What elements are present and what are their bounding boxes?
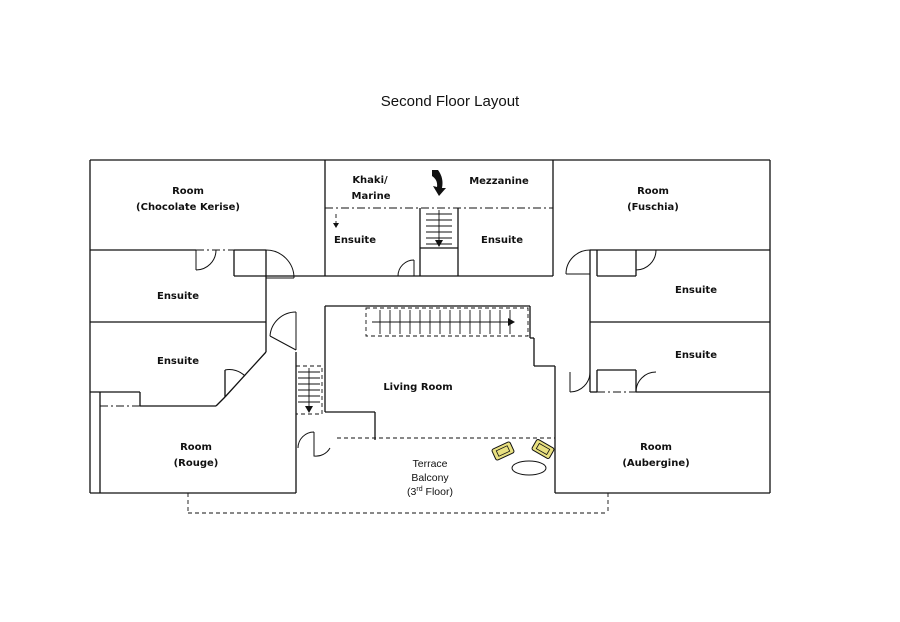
room-rouge-label: Room [180, 442, 212, 453]
mezzanine-label: Mezzanine [469, 176, 529, 187]
ensuite-khaki-label: Ensuite [334, 235, 376, 246]
room-khaki-name: Marine [352, 191, 391, 202]
ensuite-right-bottom-label: Ensuite [675, 350, 717, 361]
center-top-walls [266, 160, 554, 277]
room-khaki-label: Khaki/ [352, 175, 388, 186]
room-aubergine-label: Room [640, 442, 672, 453]
room-aubergine-name: (Aubergine) [622, 458, 689, 469]
terrace-label: Terrace [412, 458, 447, 470]
ensuite-mezzanine-label: Ensuite [481, 235, 523, 246]
terrace-table-icon [511, 460, 547, 476]
ensuite-left-top-label: Ensuite [157, 291, 199, 302]
page-title: Second Floor Layout [381, 93, 520, 110]
room-rouge-name: (Rouge) [174, 458, 219, 469]
ensuite-right-top-label: Ensuite [675, 285, 717, 296]
side-staircase-treads [298, 368, 320, 413]
room-fuschia-name: (Fuschia) [627, 202, 679, 213]
ensuite-left-bottom-label: Ensuite [157, 356, 199, 367]
chair-left-icon [491, 441, 515, 461]
main-staircase-treads [372, 310, 515, 334]
room-chocolate-label: Room [172, 186, 204, 197]
room-chocolate-name: (Chocolate Kerise) [136, 202, 240, 213]
living-room-walls [295, 305, 556, 457]
living-room-label: Living Room [383, 382, 452, 393]
outer-walls [89, 159, 771, 494]
room-fuschia-label: Room [637, 186, 669, 197]
terrace-floor-label: (3rd Floor) [407, 486, 453, 498]
chair-right-icon [531, 439, 555, 459]
left-wing-walls [90, 249, 297, 493]
terrace-balcony-label: Balcony [411, 472, 449, 484]
right-wing-walls [554, 249, 770, 493]
terrace-outline [187, 437, 609, 514]
